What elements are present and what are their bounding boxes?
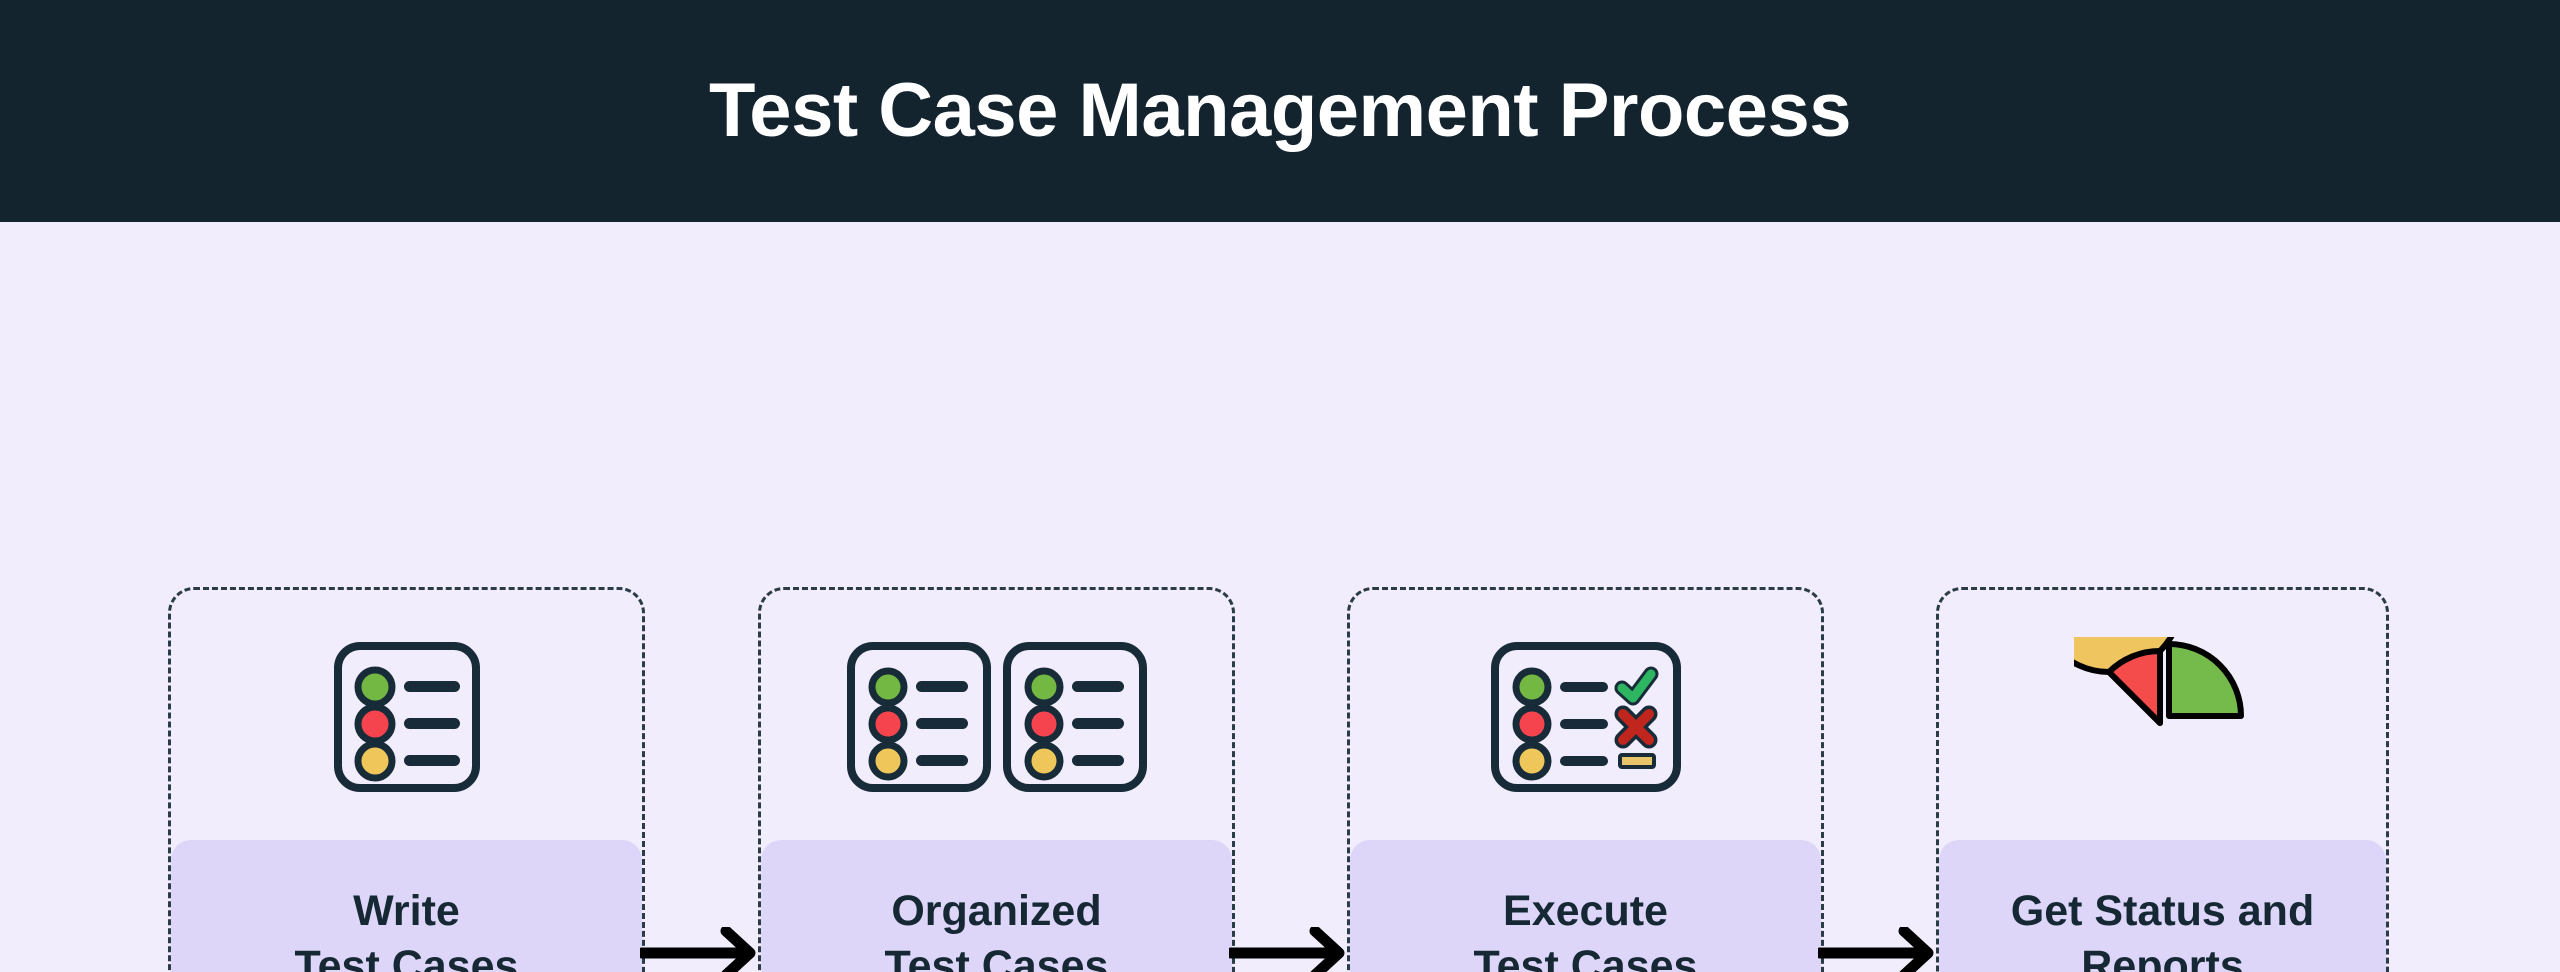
step-label-line2: Test Cases xyxy=(1473,941,1698,972)
check-mark-icon xyxy=(1614,666,1658,705)
page-header: Test Case Management Process xyxy=(0,0,2560,222)
step-label-write: Write Test Cases xyxy=(171,840,642,972)
page-title: Test Case Management Process xyxy=(709,68,1851,153)
step-label-organized: Organized Test Cases xyxy=(761,840,1232,972)
step-label-line1: Execute xyxy=(1503,887,1668,936)
right-arrow-icon xyxy=(1225,925,1345,972)
step-card-write[interactable]: Write Test Cases xyxy=(168,587,645,972)
step-card-organized[interactable]: Organized Test Cases xyxy=(758,587,1235,972)
step-card-execute[interactable]: Execute Test Cases xyxy=(1347,587,1824,972)
pie-chart-icon xyxy=(2073,636,2252,797)
step-icon-area-reports xyxy=(1939,590,2386,843)
checklist-icon xyxy=(333,641,480,792)
step-label-line2: Test Cases xyxy=(884,941,1109,972)
step-label-execute: Execute Test Cases xyxy=(1350,840,1821,972)
pending-dash-icon xyxy=(1617,752,1656,769)
step-card-reports[interactable]: Get Status and Reports xyxy=(1936,587,2389,972)
step-label-line2: Reports xyxy=(2081,941,2244,972)
step-icon-area-execute xyxy=(1350,590,1821,843)
process-flow: Write Test Cases xyxy=(0,222,2560,972)
flow-arrow-2 xyxy=(1225,925,1353,972)
step-label-line1: Write xyxy=(353,887,460,936)
cross-mark-icon xyxy=(1614,705,1657,748)
pie-slice-passed xyxy=(2165,640,2244,719)
flow-arrow-1 xyxy=(636,925,764,972)
step-label-line1: Get Status and xyxy=(2010,887,2315,936)
step-icon-area-organized xyxy=(761,590,1232,843)
step-icon-area-write xyxy=(171,590,642,843)
flow-arrow-3 xyxy=(1814,925,1942,972)
right-arrow-icon xyxy=(636,925,756,972)
step-label-line2: Test Cases xyxy=(294,941,519,972)
double-checklist-icon xyxy=(846,641,1147,792)
checklist-with-results-icon xyxy=(1490,641,1681,792)
step-label-reports: Get Status and Reports xyxy=(1939,840,2386,972)
pie-slice-failed xyxy=(2105,647,2163,726)
step-label-line1: Organized xyxy=(891,887,1102,936)
right-arrow-icon xyxy=(1814,925,1934,972)
